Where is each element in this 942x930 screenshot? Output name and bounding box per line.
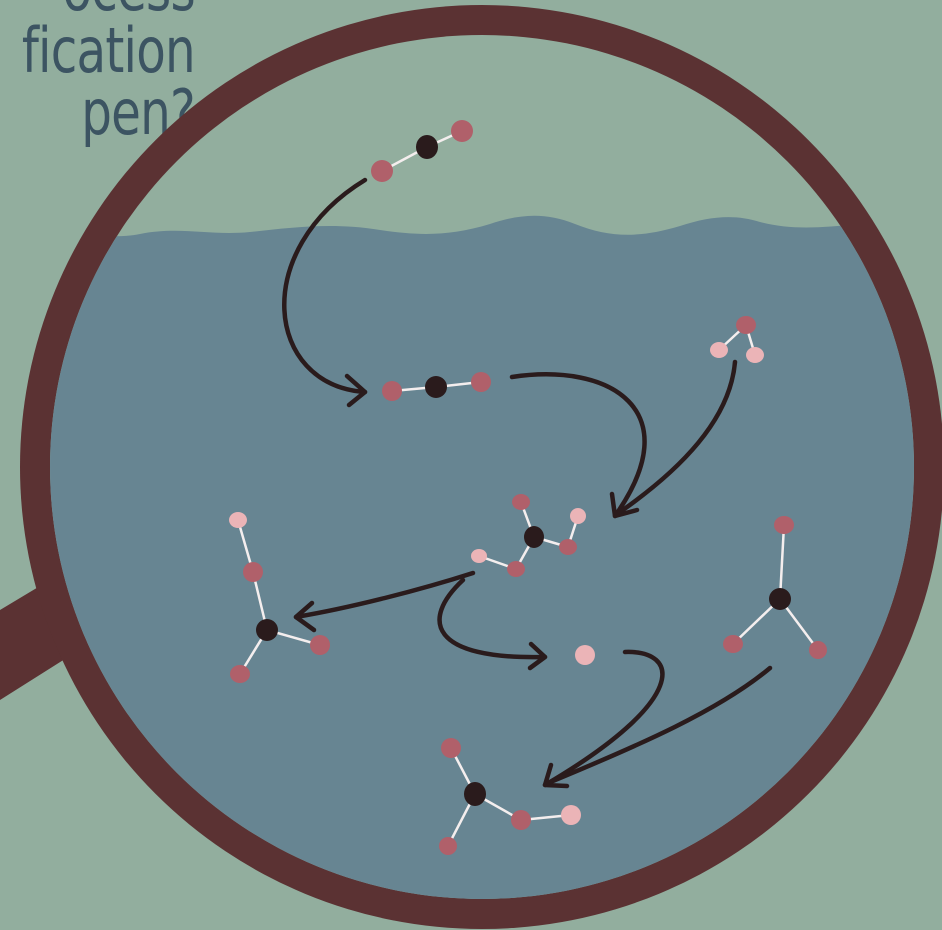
arrow-co2-to-carbonic-acid: [509, 372, 647, 519]
co2-molecule-water: [382, 372, 491, 401]
infographic-title: ocess fication pen?: [0, 0, 196, 144]
arrow-water-to-carbonic-acid: [617, 359, 738, 515]
co2-molecule-air: [371, 120, 473, 182]
reaction-arrows: [282, 177, 773, 789]
title-line-1: ocess: [0, 0, 195, 20]
atoms: [229, 120, 827, 855]
arrow-to-bicarbonate: [293, 570, 476, 633]
arrow-to-hydrogen-ion: [437, 577, 548, 671]
water-molecule: [710, 316, 764, 363]
carbonate-molecule: [723, 516, 827, 659]
bicarbonate-molecule-bottom: [439, 738, 581, 855]
title-line-2: fication: [21, 14, 196, 87]
carbonic-acid-molecule: [471, 494, 586, 577]
hydrogen-ion: [575, 645, 595, 665]
bicarbonate-molecule-left: [229, 512, 330, 683]
arrow-carbonate-to-bicarbonate: [545, 665, 773, 786]
arrow-co2-dissolving: [282, 177, 368, 408]
arrow-hydrogen-to-bicarbonate: [542, 649, 665, 789]
